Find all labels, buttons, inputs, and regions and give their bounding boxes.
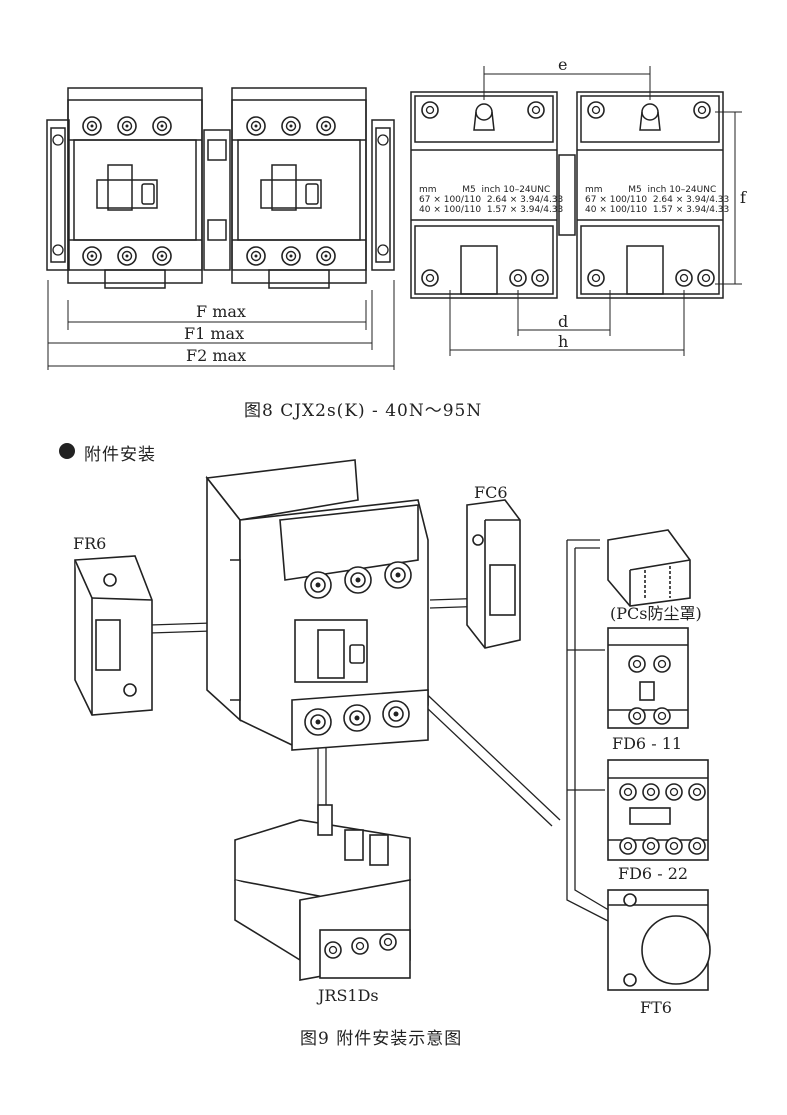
dim-label-h: h: [558, 332, 569, 351]
table-cell: 40 × 100/110: [585, 205, 648, 215]
table-cell: 2.64 × 3.94/4.33: [486, 195, 564, 205]
front-view-dimension-lines: [47, 280, 395, 370]
label-pcs: (PCs防尘罩): [610, 604, 702, 623]
front-view-contactors: [46, 87, 395, 289]
fd6-11-module: [607, 627, 689, 729]
dim-label-f-max: F max: [196, 302, 246, 321]
main-contactor: [205, 459, 429, 751]
jrs1ds-relay: [234, 804, 411, 981]
label-fd6-22: FD6 - 22: [618, 864, 689, 883]
dim-label-f2-max: F2 max: [186, 346, 247, 365]
section-title: 附件安装: [84, 445, 156, 465]
table-head-mm: mm: [419, 185, 437, 195]
label-fd6-11: FD6 - 11: [612, 734, 683, 753]
table-cell: 2.64 × 3.94/4.33: [652, 195, 730, 205]
table-head-mm: mm: [585, 185, 603, 195]
fr6-module: [74, 555, 153, 716]
dim-label-f1-max: F1 max: [184, 324, 245, 343]
ft6-module: [607, 889, 711, 991]
table-cell: 40 × 100/110: [419, 205, 482, 215]
table-head-inch: inch 10–24UNC: [647, 185, 717, 195]
figure-8-caption: 图8 CJX2s(K) - 40N～95N: [244, 401, 483, 421]
label-fr6: FR6: [73, 534, 107, 553]
front-view-screws: [52, 116, 389, 266]
dim-label-e: e: [558, 55, 568, 74]
pcs-dust-cover: [607, 529, 691, 607]
label-jrs1ds: JRS1Ds: [318, 986, 379, 1005]
label-fc6: FC6: [474, 483, 508, 502]
back-view-dimension-lines: [449, 66, 742, 356]
dim-label-f: f: [740, 188, 746, 207]
figure-9-caption: 图9 附件安装示意图: [300, 1029, 463, 1049]
table-head-inch: inch 10–24UNC: [481, 185, 551, 195]
table-head-m5: M5: [628, 185, 642, 195]
table-cell: 67 × 100/110: [419, 195, 482, 205]
table-cell: 1.57 × 3.94/4.33: [652, 205, 730, 215]
table-cell: 1.57 × 3.94/4.33: [486, 205, 564, 215]
dim-label-d: d: [558, 312, 569, 331]
section-bullet: [59, 443, 75, 459]
fc6-module: [466, 499, 521, 649]
table-head-m5: M5: [462, 185, 476, 195]
mounting-table-right: mm M5 inch 10–24UNC 67 × 100/110 2.64 × …: [585, 185, 729, 215]
label-ft6: FT6: [640, 998, 672, 1017]
table-cell: 67 × 100/110: [585, 195, 648, 205]
mounting-table-left: mm M5 inch 10–24UNC 67 × 100/110 2.64 × …: [419, 185, 563, 215]
